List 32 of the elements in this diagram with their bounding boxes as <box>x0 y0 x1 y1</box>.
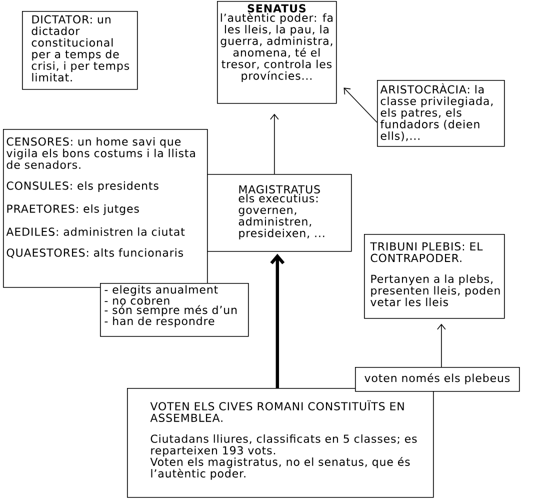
label: voten només els plebeus <box>364 373 510 384</box>
paragraph: ARISTOCRÀCIA: la classe privilegiada, els patres, els fundadors (deien ells),... <box>380 83 493 142</box>
paragraph: DICTATOR: un dictador constitucional per a temps de crisi, i per temps limitat. <box>32 15 130 82</box>
paragraph: CENSORES: un home savi que vigila els bons costums i la llista de senadors. <box>6 137 195 169</box>
info-box <box>22 11 138 90</box>
list-item: - han de respondre <box>104 316 214 328</box>
paragraph: Voten els magistratus, no el senatus, que és l’autèntic poder. <box>150 457 410 480</box>
list-item: - no cobren <box>104 296 170 305</box>
heading: SENATUS <box>248 4 306 13</box>
info-box <box>377 80 505 147</box>
paragraph: l’autèntic poder: fa les lleis, la pau, la guerra, administra, anomena, té el tresor, controla les províncies... <box>220 12 333 82</box>
paragraph: PRAETORES: els jutges <box>7 204 139 215</box>
heading: VOTEN ELS CIVES ROMANI CONSTITUÏTS EN ASSEMBLEA. <box>150 400 404 422</box>
info-box <box>207 174 352 252</box>
arrow <box>270 114 279 174</box>
paragraph: CONSULES: els presidents <box>6 181 158 192</box>
heading: TRIBUNI PLEBIS: EL CONTRAPODER. <box>370 242 483 262</box>
info-box <box>100 283 249 337</box>
paragraph: els executius: governen, administren, presideixen, ... <box>238 194 324 240</box>
arrow <box>270 254 285 388</box>
info-box <box>217 1 337 104</box>
paragraph: Pertanyen a la plebs, presenten lleis, poden vetar les lleis <box>370 274 500 306</box>
paragraph: AEDILES: administren la ciutat <box>6 227 185 236</box>
info-box <box>364 234 505 319</box>
paragraph: Ciutadans lliures, classificats en 5 classes; es reparteixen 193 vots. <box>150 434 417 457</box>
list-item: - elegits anualment <box>104 285 218 296</box>
arrow <box>344 88 378 123</box>
note-box <box>355 367 520 392</box>
paragraph: QUAESTORES: alts funcionaris <box>6 248 184 258</box>
arrow <box>437 324 446 368</box>
heading: MAGISTRATUS <box>239 185 320 194</box>
list-item: - són sempre més d’un <box>104 305 237 316</box>
